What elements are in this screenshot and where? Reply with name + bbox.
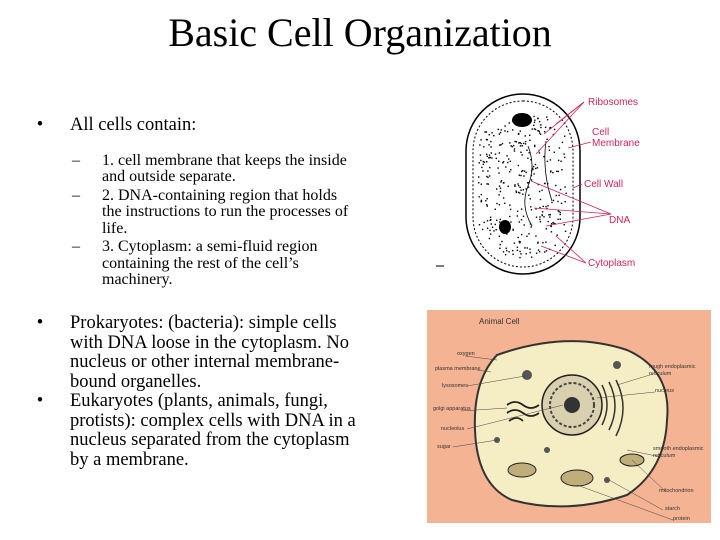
- sub-item-text: 2. DNA-containing region that holds the …: [102, 186, 349, 237]
- sub-item-text: 1. cell membrane that keeps the inside a…: [102, 151, 347, 185]
- label-cell-wall: Cell Wall: [584, 179, 623, 190]
- mitochondrion-shape: [560, 469, 594, 487]
- slide-title: Basic Cell Organization: [168, 10, 552, 55]
- bacteria-diagram: Ribosomes Cell Membrane Cell Wall DNA Cy…: [436, 93, 640, 275]
- bullet-mark: •: [36, 313, 44, 333]
- ribosome-speckles: [478, 114, 567, 259]
- label-dna: DNA: [609, 215, 630, 226]
- sub-item-dna: – 2. DNA-containing region that holds th…: [72, 186, 352, 238]
- dna-blob: [499, 220, 511, 234]
- dna-blob: [512, 113, 532, 127]
- bullet-all-cells: • All cells contain: – 1. cell membrane …: [30, 115, 450, 289]
- cell-membrane-outline: [472, 100, 574, 268]
- nuclear-envelope: [549, 382, 595, 428]
- dash-mark: –: [72, 238, 80, 255]
- lysosome-shape: [613, 361, 621, 369]
- bullet-text: All cells contain:: [70, 115, 197, 135]
- list-item: • Prokaryotes: (bacteria): simple cells …: [30, 313, 360, 392]
- label-rough-er-line1: rough endoplasmic: [649, 364, 696, 370]
- dna-strand: [524, 145, 533, 227]
- sub-item-membrane: – 1. cell membrane that keeps the inside…: [72, 151, 352, 186]
- label-nucleolus: nucleolus: [441, 426, 464, 432]
- label-cell-membrane-line1: Cell: [592, 127, 609, 138]
- dna-strand: [544, 140, 553, 202]
- sub-item-text: 3. Cytoplasm: a semi-fluid region contai…: [102, 238, 318, 288]
- bullet-cell-types: • Prokaryotes: (bacteria): simple cells …: [30, 313, 360, 470]
- dash-mark: –: [72, 186, 80, 204]
- animal-cell-diagram: Animal Cell oxygen plasma membrane lysos…: [427, 310, 711, 523]
- list-item: • All cells contain:: [30, 115, 450, 136]
- label-starch: starch: [665, 506, 680, 512]
- sub-item-cytoplasm: – 3. Cytoplasm: a semi-fluid region cont…: [72, 238, 352, 289]
- bullet-text: Eukaryotes (plants, animals, fungi, prot…: [70, 391, 356, 470]
- label-lysosomes: lysosomes: [442, 383, 468, 389]
- label-mitochondrion: mitochondrion: [659, 488, 694, 494]
- bullet-mark: •: [36, 115, 44, 135]
- mitochondrion-shape: [507, 462, 537, 478]
- label-smooth-er-line2: reticulum: [653, 453, 676, 459]
- animal-cell-title: Animal Cell: [479, 317, 520, 326]
- cell-wall-outline: [465, 93, 581, 275]
- label-ribosomes: Ribosomes: [588, 97, 638, 108]
- bullet-mark: •: [36, 391, 44, 411]
- label-plasma-membrane: plasma membrane: [435, 366, 481, 372]
- bullet-text: Prokaryotes: (bacteria): simple cells wi…: [70, 313, 350, 392]
- label-cell-membrane-line2: Membrane: [592, 138, 640, 149]
- list-item: • Eukaryotes (plants, animals, fungi, pr…: [30, 391, 360, 470]
- dash-mark: –: [72, 151, 80, 169]
- label-nucleus: nucleus: [655, 388, 674, 394]
- lysosome-shape: [522, 370, 532, 380]
- nucleolus-shape: [564, 397, 580, 413]
- label-sugar: sugar: [437, 444, 451, 450]
- label-smooth-er-line1: smooth endoplasmic: [653, 446, 704, 452]
- label-cytoplasm: Cytoplasm: [588, 258, 635, 269]
- label-oxygen: oxygen: [457, 351, 475, 357]
- golgi-shape: [506, 401, 540, 422]
- label-golgi: golgi apparatus: [433, 406, 471, 412]
- label-protein: protein: [673, 516, 690, 522]
- label-rough-er-line2: reticulum: [649, 371, 672, 377]
